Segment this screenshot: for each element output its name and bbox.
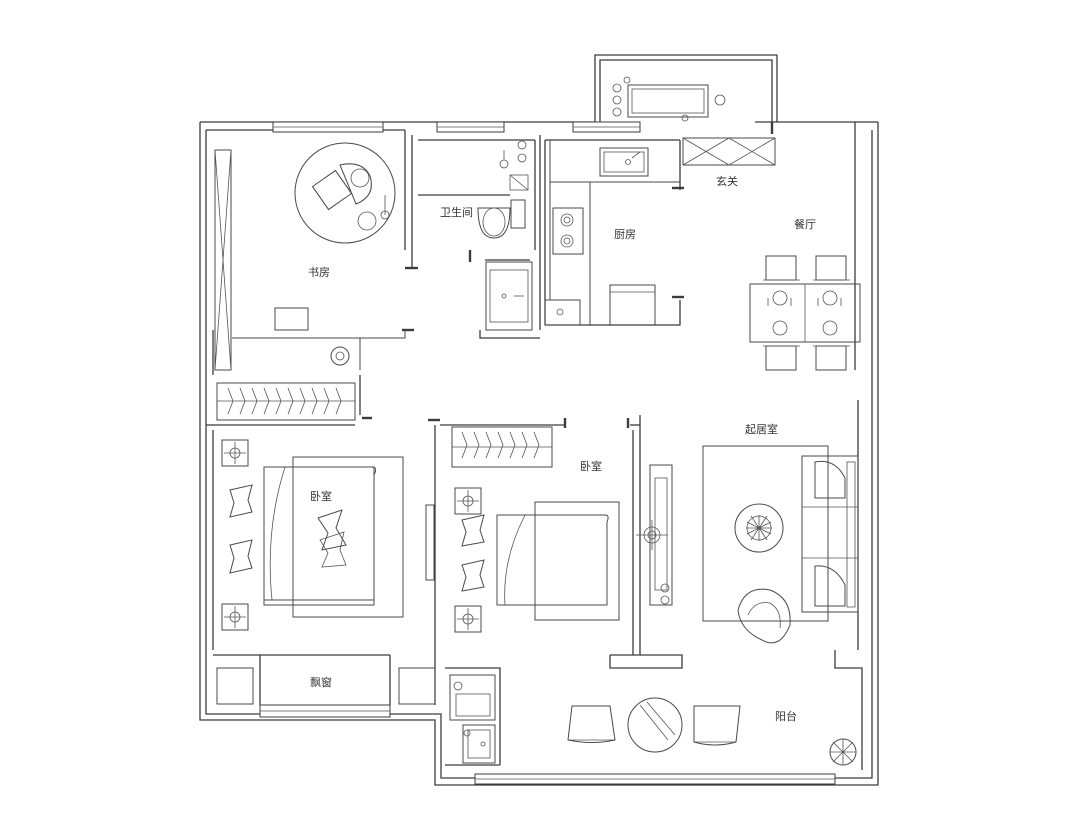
second-bedroom — [440, 415, 641, 655]
kitchen-label: 厨房 — [614, 228, 636, 241]
main-bedroom-label: 卧室 — [310, 489, 332, 503]
windows — [259, 121, 836, 785]
service-balcony — [594, 54, 778, 122]
entrance-area — [682, 122, 776, 166]
living-label: 起居室 — [745, 422, 778, 436]
bathroom-label: 卫生间 — [440, 205, 473, 219]
entrance-label: 玄关 — [716, 174, 738, 188]
exterior-walls — [199, 121, 879, 786]
laundry-nook — [445, 667, 501, 766]
second-bedroom-label: 卧室 — [580, 459, 602, 473]
living-room — [609, 445, 859, 669]
main-bedroom — [206, 418, 440, 705]
dining-label: 餐厅 — [794, 217, 816, 231]
study-label: 书房 — [308, 266, 330, 279]
bathroom-room — [418, 135, 541, 339]
dining-area — [749, 255, 861, 371]
bay-window-label: 飘窗 — [310, 675, 332, 689]
balcony-area — [567, 697, 857, 766]
kitchen-room — [544, 139, 684, 326]
study-room — [212, 130, 418, 421]
bay-window — [216, 655, 436, 705]
balcony-label: 阳台 — [775, 709, 797, 723]
